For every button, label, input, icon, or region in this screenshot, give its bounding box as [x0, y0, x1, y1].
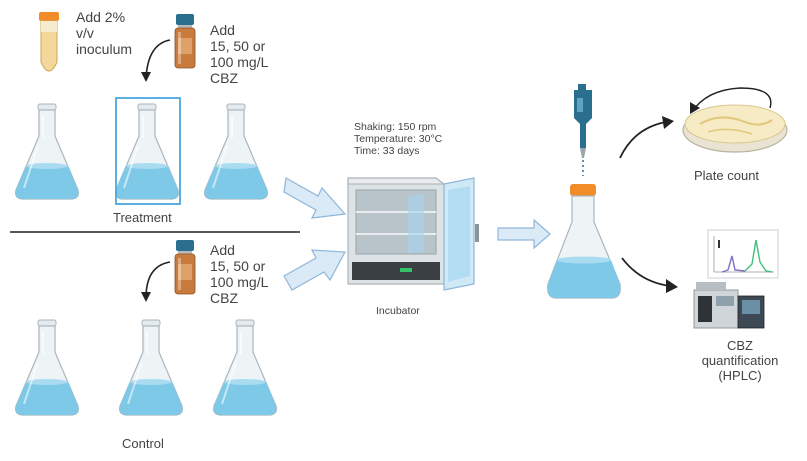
to-plate-arrow-head-icon	[662, 116, 674, 129]
add-arrow-head-icon	[141, 72, 151, 82]
treatment-cbz-line-3: 100 mg/L	[210, 54, 269, 70]
incubator-label: Incubator	[376, 305, 420, 317]
plate-count-label: Plate count	[694, 168, 760, 183]
hplc-label: CBZ quantification (HPLC)	[690, 338, 790, 383]
to-plate-arrow-icon	[619, 121, 667, 159]
treatment-cbz-line-4: CBZ	[210, 70, 238, 86]
treatment-cbz-line-2: 15, 50 or	[210, 38, 266, 54]
control-label: Control	[122, 436, 164, 451]
pipette-icon	[574, 84, 592, 176]
condition-time: Time: 33 days	[354, 145, 420, 157]
hplc-line-2: quantification	[701, 353, 779, 368]
control-cbz-text: Add 15, 50 or 100 mg/L CBZ	[210, 242, 268, 306]
to-hplc-arrow-icon	[621, 257, 671, 287]
control-arrow-head-icon	[141, 292, 151, 302]
inoculum-tube-icon	[39, 12, 59, 72]
control-cbz-line-2: 15, 50 or	[210, 258, 266, 274]
treatment-label: Treatment	[113, 210, 172, 225]
treatment-flask-3	[203, 103, 269, 200]
treatment-to-incubator-arrow-icon	[283, 177, 347, 219]
condition-shaking: Shaking: 150 rpm	[354, 121, 437, 133]
control-cbz-line-1: Add	[210, 242, 235, 258]
treatment-flask-2	[114, 103, 180, 200]
control-cbz-vial-icon	[174, 240, 196, 295]
control-flask-3	[212, 319, 278, 416]
inoculum-text: Add 2% v/v inoculum	[76, 9, 132, 57]
hplc-line-1: CBZ	[727, 338, 753, 353]
incubator-icon	[347, 177, 479, 291]
treatment-cbz-line-1: Add	[210, 22, 235, 38]
control-cbz-line-3: 100 mg/L	[210, 274, 269, 290]
hplc-chromatogram-icon	[707, 229, 779, 279]
inoculum-line-3: inoculum	[76, 41, 133, 57]
incubation-conditions: Shaking: 150 rpm Temperature: 30°C Time:…	[354, 121, 442, 157]
inoculum-line-2: v/v	[76, 25, 94, 41]
control-flask-2	[118, 319, 184, 416]
incubator-to-flask-arrow-icon	[497, 218, 551, 250]
hplc-machine-icon	[693, 282, 765, 329]
petri-dish-icon	[682, 87, 788, 153]
inoculum-line-1: Add 2%	[76, 9, 126, 25]
control-to-incubator-arrow-icon	[283, 249, 346, 291]
treatment-cbz-text: Add 15, 50 or 100 mg/L CBZ	[210, 22, 268, 86]
control-cbz-line-4: CBZ	[210, 290, 238, 306]
cbz-vial-icon	[174, 14, 196, 69]
result-flask-icon	[547, 184, 621, 299]
control-flask-1	[14, 319, 80, 416]
treatment-flask-1	[14, 103, 80, 200]
selection-box[interactable]	[115, 97, 181, 205]
condition-temperature: Temperature: 30°C	[354, 133, 443, 145]
to-hplc-arrow-head-icon	[666, 279, 678, 293]
hplc-line-3: (HPLC)	[718, 368, 762, 383]
